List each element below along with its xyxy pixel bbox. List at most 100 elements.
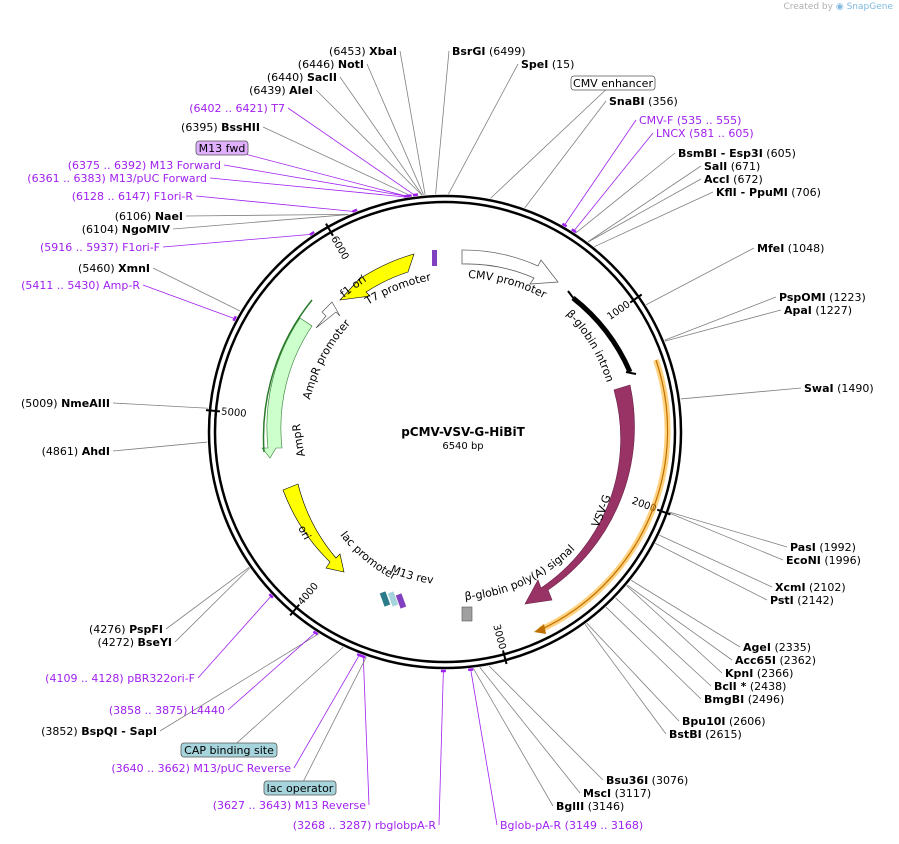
cut-line [112,441,208,452]
watermark-created-by: Created by [783,2,833,12]
cut-line [448,63,519,195]
enzyme-position: (1223) [826,291,866,304]
primer-site [412,193,419,197]
enzyme-name: AleI [289,84,313,97]
cut-line [262,126,413,197]
box-connector [490,82,614,199]
m13-rev-marks [379,591,407,609]
enzyme-position: (6104) [82,223,122,236]
enzyme-name: MfeI [757,242,784,255]
enzyme-label: BsmBI - Esp3I (605) [678,147,796,160]
cut-line [605,606,702,700]
enzyme-position: (2496) [744,693,784,706]
enzyme-position: (3076) [648,774,688,787]
enzyme-name: AhdI [82,445,110,458]
enzyme-name: PstI [770,594,794,607]
primer-range: (3268 .. 3287) [293,819,375,832]
primer-range: (6375 .. 6392) [68,159,150,172]
primer-name: L4440 [191,704,225,717]
enzyme-name: NotI [338,58,364,71]
cut-line [339,76,423,196]
primer-site [232,315,237,322]
feature-ori: ori [282,483,345,573]
box-connector [299,656,367,789]
enzyme-suffix: - PpuMI [737,186,788,199]
primer-label: (3268 .. 3287) rbglobpA-R [293,819,437,832]
enzyme-name: AgeI [743,641,771,654]
enzyme-label: Bpu10I (2606) [682,715,766,728]
primer-site [561,222,568,228]
enzyme-suffix: - Esp3I [717,147,763,160]
primer-line [563,119,637,227]
enzyme-name: ApaI [784,304,812,317]
tick-label: 4000 [296,581,321,608]
enzyme-name: MscI [583,787,611,800]
enzyme-position: (5009) [21,397,61,410]
primer-site [468,668,474,672]
primer-name: M13 Reverse [295,799,366,812]
feature-hibit-orange [534,359,671,634]
primer-name: M13 Forward [150,159,221,172]
cut-line [627,584,733,661]
feature-polya-box [461,606,473,622]
enzyme-position: (6106) [115,210,155,223]
cut-line [159,633,319,732]
enzyme-name: SpeI [521,58,548,71]
feature-box [570,75,656,91]
enzyme-position: (671) [727,160,760,173]
tick-label: 1000 [605,299,632,323]
tick-mark [502,650,508,665]
primer-range: (4109 .. 4128) [45,672,127,685]
cut-line [587,165,702,243]
primer-name: LNCX [656,127,686,140]
tick-label: 5000 [221,407,247,420]
cut-line [185,213,349,217]
feature-box-label: CAP binding site [184,744,274,757]
primer-line [195,195,356,213]
cut-line [594,191,714,248]
primer-line [293,654,361,769]
enzyme-label: XcmI (2102) [775,581,846,594]
enzyme-name: PspFI [129,623,163,636]
primer-label: (5916 .. 5937) F1ori-F [40,241,160,254]
svg-text:M13 rev: M13 rev [389,563,435,587]
plasmid-size: 6540 bp [442,441,483,452]
feature-box [263,780,337,796]
enzyme-name: SwaI [804,382,834,395]
enzyme-name: XbaI [369,45,397,58]
snapgene-logo-icon: ◉ [835,2,844,12]
enzyme-position: (2142) [794,594,834,607]
cut-line [586,622,680,722]
primer-line [573,132,654,232]
enzyme-name: BstBI [669,728,702,741]
enzyme-position: (1996) [821,554,861,567]
enzyme-name: Bsu36I [606,774,648,787]
enzyme-name: Bpu10I [682,715,726,728]
enzyme-position: (4276) [89,623,129,636]
primer-range: (6402 .. 6421) [189,102,271,115]
enzyme-name: SnaBI [609,95,645,108]
primer-range: (6128 .. 6147) [72,190,154,203]
cut-line [366,63,424,196]
enzyme-label: KpnI (2366) [725,667,793,680]
enzyme-label: AgeI (2335) [743,641,811,654]
enzyme-position: (6499) [485,45,525,58]
enzyme-label: PasI (1992) [790,541,856,554]
polya-signal-label: β-globin poly(A) signal [464,542,577,603]
primer-site [360,654,366,659]
primer-label: Bglob-pA-R (3149 .. 3168) [500,819,643,832]
primer-range: (3858 .. 3875) [109,704,191,717]
enzyme-name: KpnI [725,667,753,680]
cut-line [588,178,702,243]
cut-line [575,152,676,234]
enzyme-label: MfeI (1048) [757,242,824,255]
primer-line [142,284,236,320]
m13-rev-label: M13 rev [389,563,435,587]
cut-line [152,267,241,312]
enzyme-name: BssHII [221,121,260,134]
tick-mark [656,508,671,516]
primer-name: Amp-R [103,279,140,292]
feature-vsv-g [524,384,635,605]
